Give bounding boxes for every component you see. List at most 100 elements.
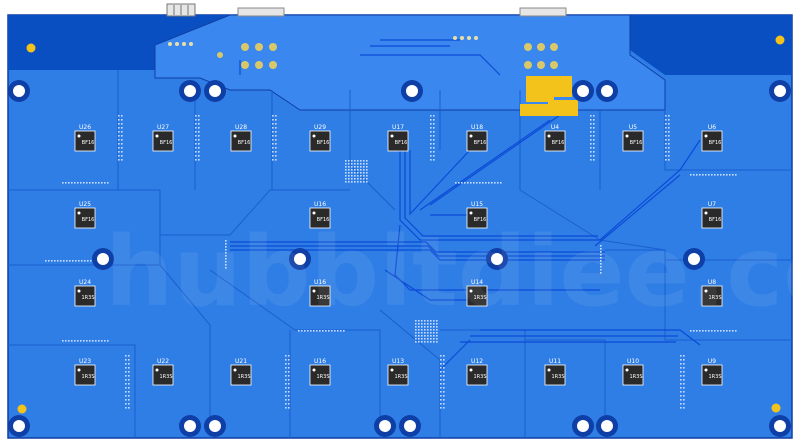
chip-marking: 1R3S xyxy=(473,374,486,380)
top-right-copper-zone xyxy=(630,15,792,75)
chip-marking: 1R3S xyxy=(708,295,721,301)
sensor-chip: U23 1R3S xyxy=(74,358,96,386)
chip-ref-label: U12 xyxy=(471,358,483,365)
mounting-hole xyxy=(596,80,618,102)
mounting-hole xyxy=(572,415,594,437)
chip-marking: BF16 xyxy=(630,140,643,146)
sensor-chip: U9 1R3S xyxy=(701,358,723,386)
chip-ref-label: U25 xyxy=(79,201,91,208)
mounting-hole xyxy=(204,415,226,437)
mounting-hole xyxy=(289,248,311,270)
header-pins-left xyxy=(217,43,277,69)
mounting-hole xyxy=(596,415,618,437)
mounting-hole xyxy=(399,415,421,437)
chip-marking: 1R3S xyxy=(81,374,94,380)
chip-ref-label: U29 xyxy=(314,124,326,131)
chip-marking: 1R3S xyxy=(316,295,329,301)
sensor-chip: U10 1R3S xyxy=(622,358,644,386)
sensor-chip: U8 1R3S xyxy=(701,279,723,307)
chip-ref-label: U11 xyxy=(549,358,561,365)
chip-marking: BF16 xyxy=(474,140,487,146)
chip-ref-label: U9 xyxy=(708,358,716,365)
chip-marking: BF16 xyxy=(709,217,722,223)
power-pad-lower xyxy=(520,100,578,116)
mounting-hole xyxy=(769,415,791,437)
mounting-hole xyxy=(769,80,791,102)
sensor-chip: U11 1R3S xyxy=(544,358,566,386)
chip-ref-label: U6 xyxy=(708,124,716,131)
header-pins-right xyxy=(524,43,558,69)
sensor-chips: U26BF16U27BF16U28BF16U29BF16U17BF16U18BF… xyxy=(74,124,723,386)
chip-ref-label: U28 xyxy=(235,124,247,131)
chip-ref-label: U27 xyxy=(157,124,169,131)
chip-ref-label: U16 xyxy=(314,201,326,208)
chip-marking: 1R3S xyxy=(159,374,172,380)
chip-ref-label: U5 xyxy=(629,124,637,131)
mounting-holes xyxy=(8,80,791,437)
chip-marking: 1R3S xyxy=(551,374,564,380)
chip-ref-label: U15 xyxy=(471,201,483,208)
signal-traces xyxy=(230,39,701,371)
fiducials xyxy=(17,35,785,414)
chip-ref-label: U7 xyxy=(708,201,716,208)
mounting-hole xyxy=(92,248,114,270)
mounting-hole xyxy=(683,248,705,270)
chip-marking: 1R3S xyxy=(629,374,642,380)
chip-ref-label: U10 xyxy=(627,358,639,365)
chip-marking: BF16 xyxy=(395,140,408,146)
chip-ref-label: U23 xyxy=(79,358,91,365)
sensor-chip: U16 1R3S xyxy=(309,358,331,386)
chip-marking: BF16 xyxy=(474,217,487,223)
chip-ref-label: U16 xyxy=(314,358,326,365)
chip-marking: 1R3S xyxy=(708,374,721,380)
mounting-hole xyxy=(401,80,423,102)
chip-marking: BF16 xyxy=(160,140,173,146)
top-left-copper-zone xyxy=(8,15,230,70)
sensor-chip: U16 1R3S xyxy=(309,279,331,307)
chip-ref-label: U14 xyxy=(471,279,483,286)
chip-marking: 1R3S xyxy=(394,374,407,380)
top-connector-left xyxy=(237,7,285,17)
chip-ref-label: U4 xyxy=(551,124,559,131)
mounting-hole xyxy=(486,248,508,270)
chip-ref-label: U16 xyxy=(314,279,326,286)
top-connector-right xyxy=(519,7,567,17)
chip-ref-label: U17 xyxy=(392,124,404,131)
sensor-chip: U13 1R3S xyxy=(387,358,409,386)
mounting-hole xyxy=(8,80,30,102)
chip-marking: BF16 xyxy=(317,217,330,223)
mounting-hole xyxy=(8,415,30,437)
sensor-chip: U12 1R3S xyxy=(466,358,488,386)
chip-marking: BF16 xyxy=(317,140,330,146)
chip-marking: BF16 xyxy=(82,140,95,146)
chip-marking: 1R3S xyxy=(316,374,329,380)
chip-marking: BF16 xyxy=(82,217,95,223)
chip-ref-label: U18 xyxy=(471,124,483,131)
chip-ref-label: U13 xyxy=(392,358,404,365)
chip-marking: BF16 xyxy=(238,140,251,146)
chip-marking: 1R3S xyxy=(237,374,250,380)
watermark: hubbitdiee.co xyxy=(105,216,800,328)
mounting-hole xyxy=(374,415,396,437)
chip-ref-label: U8 xyxy=(708,279,716,286)
chip-marking: BF16 xyxy=(552,140,565,146)
mounting-hole xyxy=(179,415,201,437)
mounting-hole xyxy=(204,80,226,102)
